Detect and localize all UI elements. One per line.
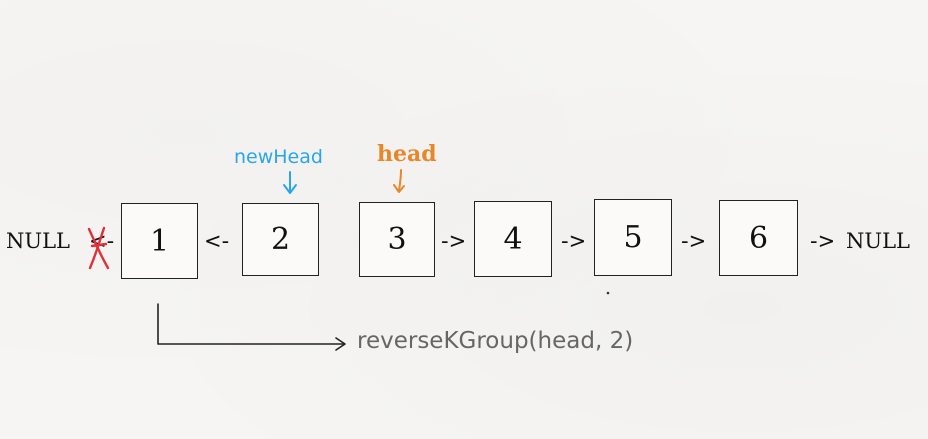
node-6: 6 [719,200,798,276]
recursive-call-label: reverseKGroup(head, 2) [357,328,634,354]
arrow-5-to-6: -> [681,229,707,253]
node-1: 1 [121,203,198,279]
arrow-6-to-null: -> [810,229,836,253]
arrow-null-to-1: <- [89,229,115,253]
arrow-2-to-1: <- [204,229,230,253]
node-2: 2 [242,203,319,276]
node-1-value: 1 [149,223,170,259]
node-3: 3 [359,202,435,277]
new-head-label: newHead [234,146,323,168]
node-4-value: 4 [503,221,523,257]
node-3-value: 3 [387,222,407,257]
recursion-connector-arrow [157,303,346,351]
node-5-value: 5 [623,220,643,255]
right-null-label: NULL [846,229,910,253]
new-head-pointer-icon [283,171,297,194]
left-null-label: NULL [6,229,70,253]
arrow-3-to-4: -> [441,229,467,253]
node-4: 4 [474,201,552,277]
arrow-4-to-5: -> [561,229,587,253]
head-pointer-icon [393,169,405,193]
node-2-value: 2 [270,222,291,257]
stray-dot [606,291,610,295]
node-6-value: 6 [748,220,769,256]
node-5: 5 [594,199,672,276]
head-label: head [377,141,437,167]
